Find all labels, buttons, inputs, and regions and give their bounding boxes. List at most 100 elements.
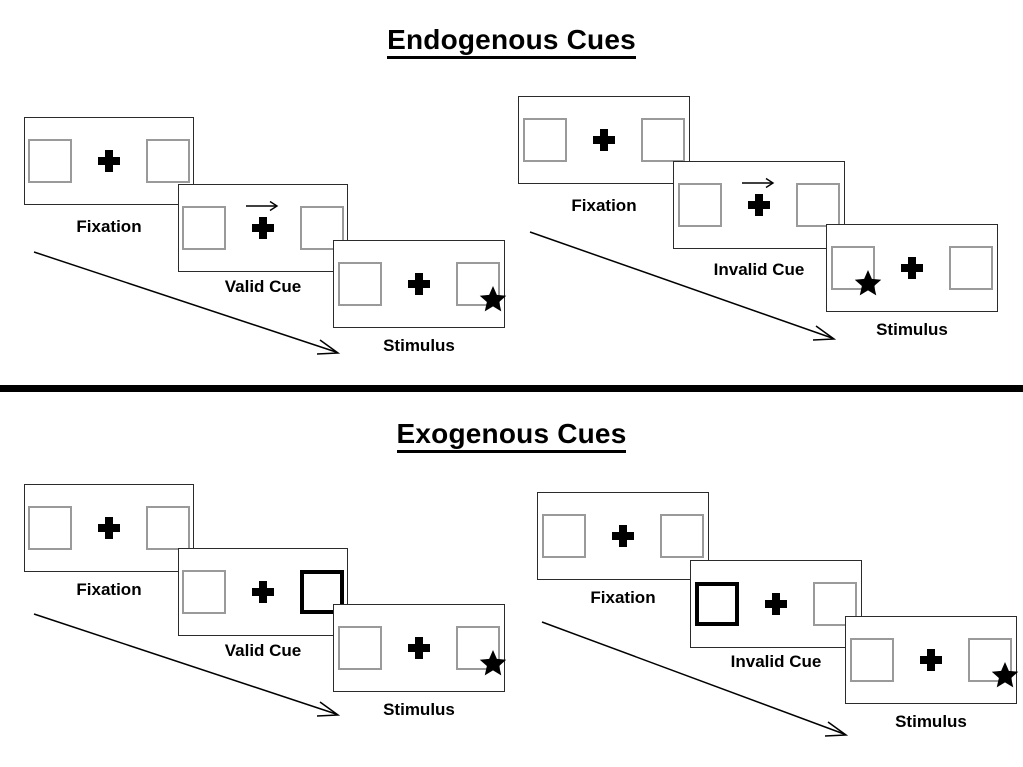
- slot-gap: [274, 206, 300, 250]
- slot-gap: [875, 246, 901, 290]
- section-title-exogenous: Exogenous Cues: [0, 418, 1023, 453]
- section-title-endogenous: Endogenous Cues: [0, 24, 1023, 59]
- time-arrow-exo-valid: [32, 610, 344, 722]
- section-title-exogenous-text: Exogenous Cues: [396, 418, 627, 453]
- fixation-cross-icon: [901, 257, 923, 279]
- slot-gap: [72, 506, 98, 550]
- panel-exo-valid-fixation: [24, 484, 194, 572]
- fixation-cross-icon: [408, 273, 430, 295]
- slot-gap: [942, 638, 968, 682]
- slot-gap: [586, 514, 612, 558]
- panel-exo-invalid-cue: [690, 560, 862, 648]
- slot-gap: [615, 118, 641, 162]
- label-exo-invalid-cue: Invalid Cue: [730, 652, 822, 671]
- arrow-right-cue-icon: [742, 177, 776, 189]
- panel-exo-invalid-fixation: [537, 492, 709, 580]
- slot-gap: [634, 514, 660, 558]
- label-endo-valid-stimulus: Stimulus: [383, 336, 455, 355]
- panel-exo-valid-stimulus: [333, 604, 507, 692]
- label-endo-invalid-cue: Invalid Cue: [713, 260, 805, 279]
- time-arrow-endo-valid: [32, 248, 344, 360]
- slot-left: [678, 183, 722, 227]
- label-exo-valid-cue: Valid Cue: [224, 641, 302, 660]
- slot-right: [660, 514, 704, 558]
- slot-left: [338, 626, 382, 670]
- slot-left: [28, 506, 72, 550]
- time-arrow-exo-invalid: [540, 618, 852, 742]
- label-exo-valid-stimulus: Stimulus: [383, 700, 455, 719]
- label-endo-invalid-fixation: Fixation: [571, 196, 637, 215]
- fixation-cross-icon: [612, 525, 634, 547]
- slot-gap: [382, 626, 408, 670]
- section-divider: [0, 385, 1023, 392]
- fixation-cross-icon: [742, 177, 775, 216]
- slot-gap: [72, 139, 98, 183]
- slot-left: [182, 206, 226, 250]
- slot-gap: [923, 246, 949, 290]
- slot-left: [831, 246, 882, 296]
- panel-exo-valid-cue: [178, 548, 348, 636]
- panel-endo-invalid-cue: [673, 161, 845, 249]
- slot-left: [850, 638, 894, 682]
- slot-gap: [567, 118, 593, 162]
- fixation-cross-icon: [765, 593, 787, 615]
- panel-content: [179, 549, 347, 635]
- slot-gap: [430, 262, 456, 306]
- panel-exo-invalid-stimulus: [845, 616, 1019, 704]
- fixation-cross-icon: [98, 517, 120, 539]
- section-title-endogenous-text: Endogenous Cues: [387, 24, 636, 59]
- panel-content: [25, 118, 193, 204]
- label-exo-invalid-fixation: Fixation: [590, 588, 656, 607]
- slot-right: [146, 139, 190, 183]
- fixation-cross-icon: [98, 150, 120, 172]
- slot-right: [300, 206, 344, 250]
- label-endo-valid-fixation: Fixation: [76, 217, 142, 236]
- fixation-cross-icon: [408, 637, 430, 659]
- slot-left: [182, 570, 226, 614]
- slot-right-cued: [300, 570, 344, 614]
- panel-content: [179, 185, 347, 271]
- panel-endo-invalid-fixation: [518, 96, 690, 184]
- slot-right: [796, 183, 840, 227]
- slot-gap: [430, 626, 456, 670]
- slot-gap: [894, 638, 920, 682]
- label-endo-valid-cue: Valid Cue: [224, 277, 302, 296]
- label-exo-invalid-stimulus: Stimulus: [895, 712, 967, 731]
- slot-gap: [226, 570, 252, 614]
- panel-content: [538, 493, 708, 579]
- slot-left: [338, 262, 382, 306]
- slot-right: [641, 118, 685, 162]
- fixation-cross-icon: [920, 649, 942, 671]
- panel-endo-invalid-stimulus: [826, 224, 998, 312]
- fixation-cross-icon: [593, 129, 615, 151]
- slot-right: [146, 506, 190, 550]
- panel-content: [827, 225, 997, 311]
- slot-right: [949, 246, 993, 290]
- slot-right: [813, 582, 857, 626]
- panel-endo-valid-stimulus: [333, 240, 507, 328]
- panel-content: [519, 97, 689, 183]
- panel-content: [691, 561, 861, 647]
- time-arrow-endo-invalid: [528, 228, 840, 346]
- slot-right: [968, 638, 1019, 688]
- slot-right: [456, 626, 507, 676]
- slot-gap: [120, 506, 146, 550]
- panel-content: [846, 617, 1019, 703]
- arrow-right-cue-icon: [246, 200, 280, 212]
- slot-left: [542, 514, 586, 558]
- fixation-cross-icon: [246, 200, 279, 239]
- slot-gap: [722, 183, 748, 227]
- panel-endo-valid-fixation: [24, 117, 194, 205]
- panel-content: [674, 162, 844, 248]
- slot-gap: [120, 139, 146, 183]
- label-exo-valid-fixation: Fixation: [76, 580, 142, 599]
- panel-content: [334, 605, 507, 691]
- slot-gap: [274, 570, 300, 614]
- panel-endo-valid-cue: [178, 184, 348, 272]
- slot-left-cued: [695, 582, 739, 626]
- slot-gap: [226, 206, 252, 250]
- panel-content: [25, 485, 193, 571]
- slot-gap: [382, 262, 408, 306]
- slot-gap: [770, 183, 796, 227]
